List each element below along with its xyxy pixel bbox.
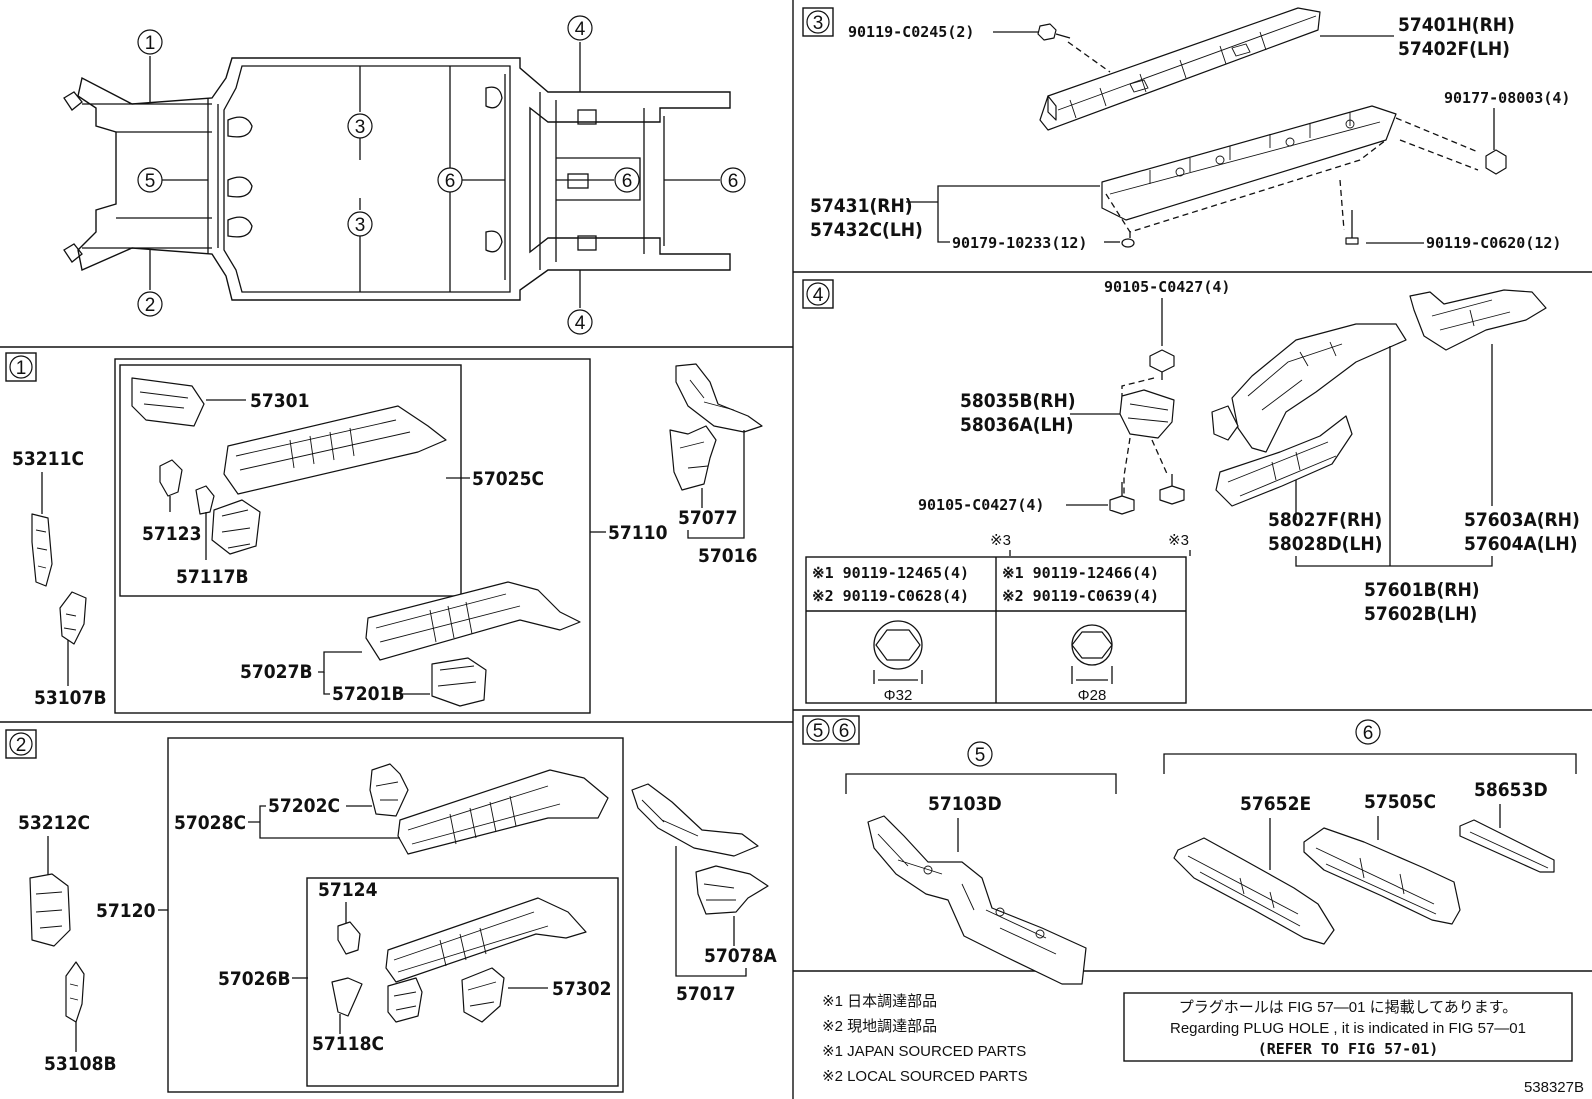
legend-line-1: ※1 日本調達部品	[822, 993, 937, 1010]
part-57202C: 57202C	[268, 795, 340, 817]
section-1: 1 53211C 53107B 57301 57025C 57123 57117	[5, 352, 763, 714]
section-5-6: 5 6 5 6 57103D 57652E 57505C 58653D	[802, 715, 1577, 985]
part-57602B: 57602B(LH)	[1364, 603, 1477, 625]
table-right-row1: ※1 90119-12466(4)	[1002, 564, 1159, 582]
frame-callout-4a: 4	[575, 19, 586, 40]
part-57123: 57123	[142, 523, 201, 545]
legend-line-4: ※2 LOCAL SOURCED PARTS	[822, 1068, 1028, 1085]
part-57505C: 57505C	[1364, 791, 1436, 813]
part-90177-08003: 90177-08003(4)	[1444, 89, 1570, 107]
part-57028C: 57028C	[174, 812, 246, 834]
frame-callout-4b: 4	[575, 313, 586, 334]
legend-line-3: ※1 JAPAN SOURCED PARTS	[822, 1043, 1026, 1060]
part-90105-C0427-mid: 90105-C0427(4)	[918, 496, 1044, 514]
legend: ※1 日本調達部品 ※2 現地調達部品 ※1 JAPAN SOURCED PAR…	[822, 993, 1028, 1085]
part-58028D: 58028D(LH)	[1268, 533, 1382, 555]
part-58035B: 58035B(RH)	[960, 390, 1076, 412]
table-right-row2: ※2 90119-C0639(4)	[1002, 587, 1159, 605]
section-1-tag: 1	[16, 358, 27, 379]
part-57120: 57120	[96, 900, 156, 922]
section-2: 2 53212C 53108B 57120 57202C 57028C 5712…	[5, 729, 777, 1093]
table-left-row2: ※2 90119-C0628(4)	[812, 587, 969, 605]
part-57118C: 57118C	[312, 1033, 384, 1055]
section-2-tag: 2	[16, 735, 27, 756]
table-left-dia: Φ32	[884, 687, 913, 704]
table-left-row1: ※1 90119-12465(4)	[812, 564, 969, 582]
part-53108B: 53108B	[44, 1053, 117, 1075]
frame-callout-6c: 6	[728, 171, 739, 192]
part-58027F: 58027F(RH)	[1268, 509, 1382, 531]
part-58653D: 58653D	[1474, 779, 1548, 801]
part-57401H: 57401H(RH)	[1398, 14, 1515, 36]
note-mark-right: ※3	[1168, 532, 1189, 549]
part-57301: 57301	[250, 390, 309, 412]
note-mark-left: ※3	[990, 532, 1011, 549]
part-53107B: 53107B	[34, 687, 107, 709]
frame-callout-3a: 3	[355, 117, 366, 138]
section-5-tag: 5	[813, 721, 824, 742]
group-6-callout: 6	[1363, 723, 1374, 744]
part-57432C: 57432C(LH)	[810, 219, 923, 241]
part-57025C: 57025C	[472, 468, 544, 490]
part-57016: 57016	[698, 545, 757, 567]
part-53212C: 53212C	[18, 812, 90, 834]
section-4: 4 90105-C0427(4) 58035B(RH) 58036A(LH) 9…	[802, 278, 1580, 704]
table-right-dia: Φ28	[1078, 687, 1107, 704]
group-5-callout: 5	[975, 745, 986, 766]
part-57110: 57110	[608, 522, 668, 544]
reference-note-line-1: プラグホールは FIG 57—01 に掲載してあります。	[1179, 999, 1517, 1016]
legend-line-2: ※2 現地調達部品	[822, 1018, 937, 1035]
section-4-tag: 4	[813, 285, 824, 306]
part-57027B: 57027B	[240, 661, 313, 683]
section-3: 3 90119-C0245(2) 57401H(RH) 57402F(LH) 5…	[802, 7, 1570, 252]
fastener-table: ※1 90119-12465(4) ※2 90119-C0628(4) ※1 9…	[805, 556, 1187, 704]
part-57078A: 57078A	[704, 945, 777, 967]
part-57604A: 57604A(LH)	[1464, 533, 1578, 555]
part-57124: 57124	[318, 879, 378, 901]
frame-callout-1: 1	[145, 33, 156, 54]
frame-callout-3b: 3	[355, 215, 366, 236]
part-90105-C0427-top: 90105-C0427(4)	[1104, 278, 1230, 296]
part-90119-C0620: 90119-C0620(12)	[1426, 234, 1561, 252]
part-58036A: 58036A(LH)	[960, 414, 1074, 436]
section-3-tag: 3	[813, 13, 824, 34]
part-57603A: 57603A(RH)	[1464, 509, 1580, 531]
part-90119-C0245: 90119-C0245(2)	[848, 23, 974, 41]
part-57026B: 57026B	[218, 968, 291, 990]
part-57302: 57302	[552, 978, 611, 1000]
part-57601B: 57601B(RH)	[1364, 579, 1480, 601]
frame-callout-6b: 6	[622, 171, 633, 192]
part-57103D: 57103D	[928, 793, 1002, 815]
part-57017: 57017	[676, 983, 735, 1005]
part-90179-10233: 90179-10233(12)	[952, 234, 1087, 252]
diagram-id: 538327B	[1524, 1079, 1584, 1096]
part-57201B: 57201B	[332, 683, 405, 705]
frame-callout-5: 5	[145, 171, 156, 192]
section-6-tag: 6	[839, 721, 850, 742]
part-57402F: 57402F(LH)	[1398, 38, 1510, 60]
part-57077: 57077	[678, 507, 737, 529]
part-53211C: 53211C	[12, 448, 84, 470]
frame-callout-2: 2	[145, 295, 156, 316]
part-57117B: 57117B	[176, 566, 249, 588]
reference-note-line-3: (REFER TO FIG 57-01)	[1258, 1040, 1439, 1058]
frame-callouts: 1 2 3 3 4 4 5 6 6 6	[137, 15, 746, 335]
part-57652E: 57652E	[1240, 793, 1311, 815]
reference-note-line-2: Regarding PLUG HOLE , it is indicated in…	[1170, 1020, 1526, 1037]
frame-callout-6a: 6	[445, 171, 456, 192]
reference-note-box: プラグホールは FIG 57—01 に掲載してあります。 Regarding P…	[1123, 992, 1573, 1062]
part-57431: 57431(RH)	[810, 195, 913, 217]
